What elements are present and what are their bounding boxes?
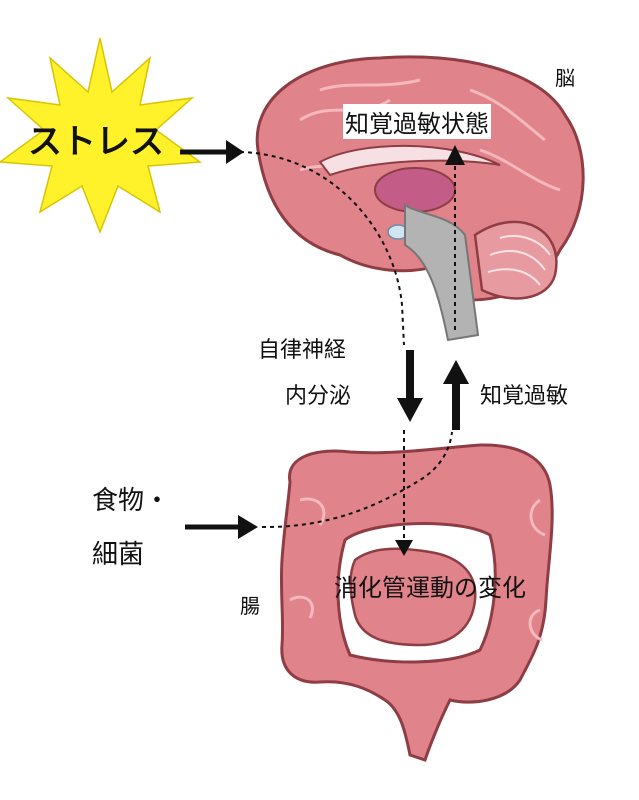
brainstem xyxy=(404,203,480,342)
hypersensitivity-label: 知覚過敏 xyxy=(480,384,569,409)
stress-starburst xyxy=(0,37,203,235)
brain-thalamus xyxy=(374,167,456,213)
stress-dotted-path xyxy=(231,150,405,346)
brain-label: 脳 xyxy=(555,66,575,90)
small-intestine-loops xyxy=(349,547,477,647)
stress-label: ストレス xyxy=(28,122,164,162)
hypersensitive-state-label: 知覚過敏状態 xyxy=(343,104,491,139)
gi-motility-label: 消化管運動の変化 xyxy=(334,574,526,602)
autonomic-nerve-label: 自律神経 xyxy=(258,338,347,363)
brain-cerebellum xyxy=(473,220,558,300)
food-label: 食物・ xyxy=(92,486,171,516)
endocrine-label: 内分泌 xyxy=(285,384,352,409)
intestine-label: 腸 xyxy=(240,594,260,618)
bacteria-label: 細菌 xyxy=(92,540,145,570)
intestine-illustration xyxy=(279,443,554,762)
brain-illustration xyxy=(255,55,585,342)
food-dotted-path xyxy=(261,431,453,529)
